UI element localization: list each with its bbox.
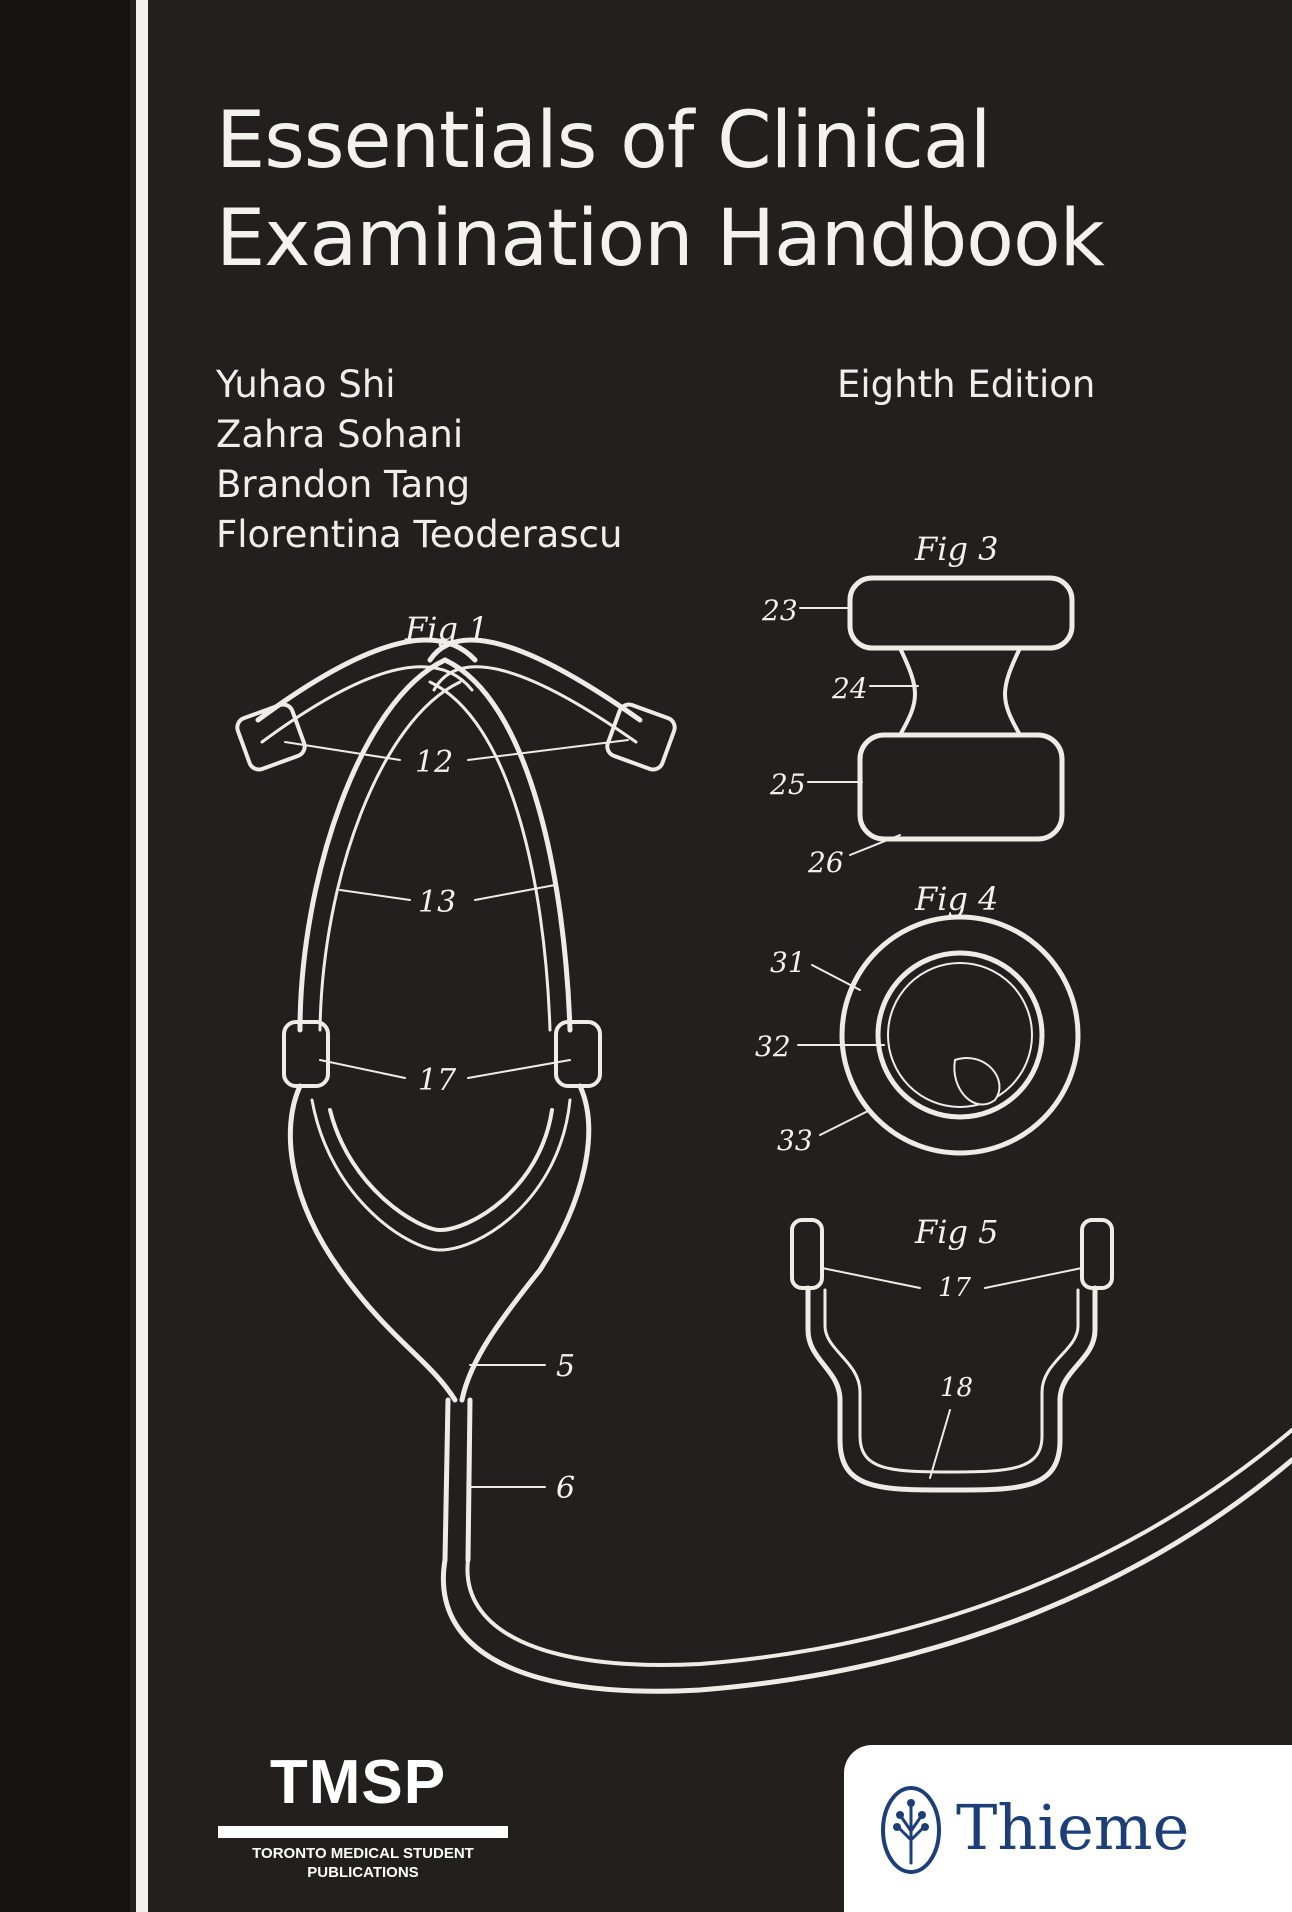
fig3-label: Fig 3 bbox=[914, 530, 998, 568]
callout-32: 32 bbox=[755, 1030, 791, 1063]
tmsp-subtitle-line-2: PUBLICATIONS bbox=[307, 1864, 419, 1881]
author-name: Florentina Teoderascu bbox=[216, 513, 623, 556]
tmsp-logo-text: TMSP bbox=[269, 1748, 447, 1817]
callout-24: 24 bbox=[831, 672, 868, 705]
callout-33: 33 bbox=[777, 1124, 813, 1157]
publisher-name: Thieme bbox=[956, 1791, 1190, 1864]
publisher-panel: Thieme bbox=[844, 1745, 1292, 1912]
tmsp-logo-bar bbox=[218, 1826, 508, 1838]
callout-25: 25 bbox=[769, 768, 806, 801]
tmsp-subtitle-line-1: TORONTO MEDICAL STUDENT bbox=[252, 1845, 474, 1862]
callout-13: 13 bbox=[418, 885, 456, 920]
fig4-label: Fig 4 bbox=[914, 880, 998, 918]
author-list: Yuhao Shi Zahra Sohani Brandon Tang Flor… bbox=[216, 360, 622, 560]
callout-31: 31 bbox=[770, 946, 806, 979]
fig1-label: Fig 1 bbox=[404, 610, 488, 648]
callout-18: 18 bbox=[940, 1373, 973, 1403]
author-name: Zahra Sohani bbox=[216, 413, 464, 456]
book-title: Essentials of Clinical Examination Handb… bbox=[216, 92, 1276, 288]
author-name: Brandon Tang bbox=[216, 463, 471, 506]
callout-26: 26 bbox=[807, 846, 844, 879]
tmsp-logo: TMSP TORONTO MEDICAL STUDENT PUBLICATION… bbox=[218, 1752, 508, 1882]
callout-17-fig5: 17 bbox=[938, 1273, 972, 1303]
edition-label: Eighth Edition bbox=[837, 363, 1096, 406]
callout-17: 17 bbox=[418, 1063, 457, 1098]
callout-6: 6 bbox=[556, 1471, 575, 1506]
fig5-label: Fig 5 bbox=[914, 1213, 998, 1251]
tree-icon bbox=[881, 1786, 941, 1874]
callout-12: 12 bbox=[415, 745, 453, 780]
callout-5: 5 bbox=[556, 1349, 575, 1384]
title-line-2: Examination Handbook bbox=[216, 194, 1105, 284]
callout-23: 23 bbox=[761, 594, 798, 627]
title-line-1: Essentials of Clinical bbox=[216, 96, 991, 186]
spine-divider bbox=[136, 0, 148, 1912]
author-name: Yuhao Shi bbox=[216, 363, 396, 406]
spine-band bbox=[0, 0, 130, 1912]
